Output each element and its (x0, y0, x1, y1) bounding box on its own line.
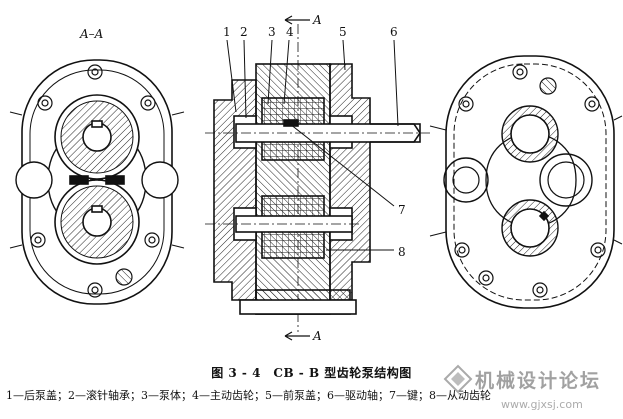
end-view (429, 55, 623, 309)
pump-structure-drawing: A–A A A 1 2 3 4 5 6 7 8 (9, 13, 623, 343)
figure-caption: 图 3 - 4 CB - B 型齿轮泵结构图 (211, 366, 412, 380)
section-view-a-a (9, 59, 185, 305)
section-mark-top: A (312, 13, 322, 27)
longitudinal-section-view (205, 15, 430, 341)
callout-2: 2 (240, 25, 248, 39)
callout-4: 4 (286, 25, 294, 39)
forum-logo-icon (443, 364, 473, 394)
section-mark-bottom: A (312, 329, 322, 343)
forum-watermark: 机械设计论坛 www.gjxsj.com (441, 362, 619, 418)
section-label-a-a: A–A (79, 27, 104, 41)
callout-5: 5 (339, 25, 347, 39)
callout-1: 1 (223, 25, 231, 39)
callout-3: 3 (268, 25, 276, 39)
watermark-url: www.gjxsj.com (501, 398, 583, 411)
callout-7: 7 (398, 203, 406, 217)
callout-8: 8 (398, 245, 406, 259)
callout-6: 6 (390, 25, 398, 39)
figure-legend: 1—后泵盖；2—滚针轴承；3—泵体；4—主动齿轮；5—前泵盖；6—驱动轴；7—键… (6, 389, 491, 402)
watermark-title: 机械设计论坛 (475, 370, 602, 392)
